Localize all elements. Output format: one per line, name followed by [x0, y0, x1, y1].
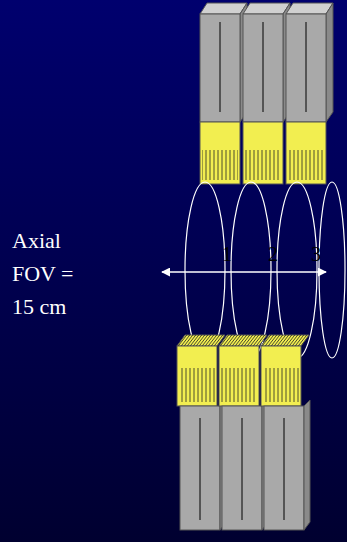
ring-number: 2 [268, 243, 278, 265]
ring-number: 3 [311, 243, 321, 265]
ring-number: 1 [222, 243, 232, 265]
fov-arrow [162, 271, 326, 273]
fov-label: Axial FOV = 15 cm [12, 224, 90, 323]
bottom-detector-blocks [177, 335, 310, 530]
top-detector-blocks [200, 3, 333, 184]
detector-rings [185, 182, 345, 358]
